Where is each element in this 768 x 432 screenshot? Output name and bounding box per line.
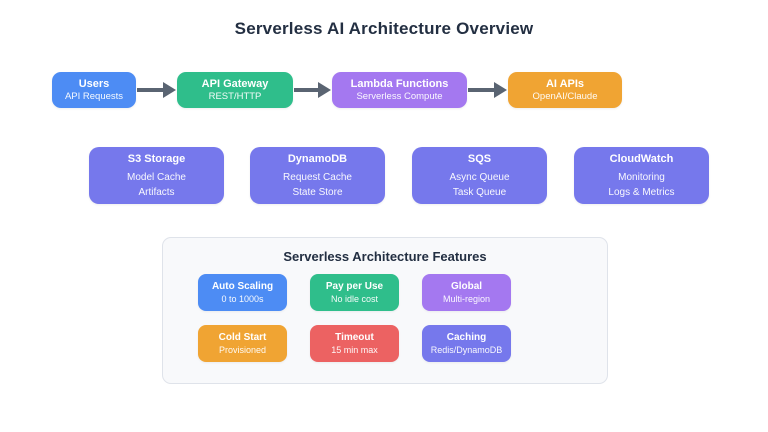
features-panel: Serverless Architecture Features Auto Sc… [162, 237, 608, 384]
flow-node-sublabel: REST/HTTP [208, 91, 262, 102]
service-box-sqs: SQS Async Queue Task Queue [412, 147, 547, 204]
service-label: S3 Storage [127, 152, 186, 165]
service-sublabel: Artifacts [138, 186, 175, 198]
feature-chip-pay-per-use: Pay per Use No idle cost [310, 274, 399, 311]
arrow-head-icon [163, 82, 176, 98]
feature-sublabel: Redis/DynamoDB [430, 344, 503, 355]
flow-node-ai-apis: AI APIs OpenAI/Claude [508, 72, 622, 108]
feature-sublabel: Multi-region [442, 293, 491, 304]
flow-node-api-gateway: API Gateway REST/HTTP [177, 72, 293, 108]
flow-node-sublabel: OpenAI/Claude [532, 91, 598, 102]
service-sublabel: Model Cache [127, 171, 186, 183]
arrow-head-icon [318, 82, 331, 98]
flow-arrow [294, 82, 331, 98]
feature-label: Caching [446, 331, 487, 343]
arrow-shaft [468, 88, 494, 92]
service-sublabel: Task Queue [452, 186, 507, 198]
features-panel-title: Serverless Architecture Features [283, 249, 487, 264]
flow-node-lambda-functions: Lambda Functions Serverless Compute [332, 72, 467, 108]
flow-node-sublabel: Serverless Compute [356, 91, 443, 102]
arrow-shaft [294, 88, 318, 92]
feature-label: Auto Scaling [211, 280, 274, 292]
service-label: SQS [467, 152, 492, 165]
flow-node-sublabel: API Requests [64, 91, 124, 102]
feature-chip-timeout: Timeout 15 min max [310, 325, 399, 362]
feature-sublabel: Provisioned [218, 344, 267, 355]
flow-node-label: API Gateway [201, 78, 269, 90]
feature-sublabel: No idle cost [330, 293, 379, 304]
arrow-head-icon [494, 82, 507, 98]
flow-arrow [468, 82, 507, 98]
service-label: DynamoDB [287, 152, 348, 165]
flow-node-label: AI APIs [545, 78, 585, 90]
service-sublabel: Monitoring [618, 171, 665, 183]
service-label: CloudWatch [609, 152, 674, 165]
feature-label: Global [450, 280, 483, 292]
feature-sublabel: 15 min max [331, 344, 378, 355]
page-title: Serverless AI Architecture Overview [234, 19, 534, 38]
feature-chip-caching: Caching Redis/DynamoDB [422, 325, 511, 362]
flow-node-label: Users [78, 78, 110, 90]
service-sublabel: Request Cache [283, 171, 352, 183]
service-box-cloudwatch: CloudWatch Monitoring Logs & Metrics [574, 147, 709, 204]
features-grid: Auto Scaling 0 to 1000s Pay per Use No i… [198, 274, 511, 362]
feature-chip-global: Global Multi-region [422, 274, 511, 311]
feature-chip-cold-start: Cold Start Provisioned [198, 325, 287, 362]
service-box-s3-storage: S3 Storage Model Cache Artifacts [89, 147, 224, 204]
feature-label: Cold Start [218, 331, 267, 343]
flow-node-label: Lambda Functions [350, 78, 449, 90]
arrow-shaft [137, 88, 163, 92]
feature-label: Timeout [335, 331, 374, 343]
service-sublabel: Logs & Metrics [608, 186, 675, 198]
feature-sublabel: 0 to 1000s [221, 293, 264, 304]
feature-chip-auto-scaling: Auto Scaling 0 to 1000s [198, 274, 287, 311]
service-sublabel: State Store [292, 186, 343, 198]
service-sublabel: Async Queue [449, 171, 510, 183]
flow-arrow [137, 82, 176, 98]
flow-node-users: Users API Requests [52, 72, 136, 108]
feature-label: Pay per Use [325, 280, 384, 292]
service-box-dynamodb: DynamoDB Request Cache State Store [250, 147, 385, 204]
